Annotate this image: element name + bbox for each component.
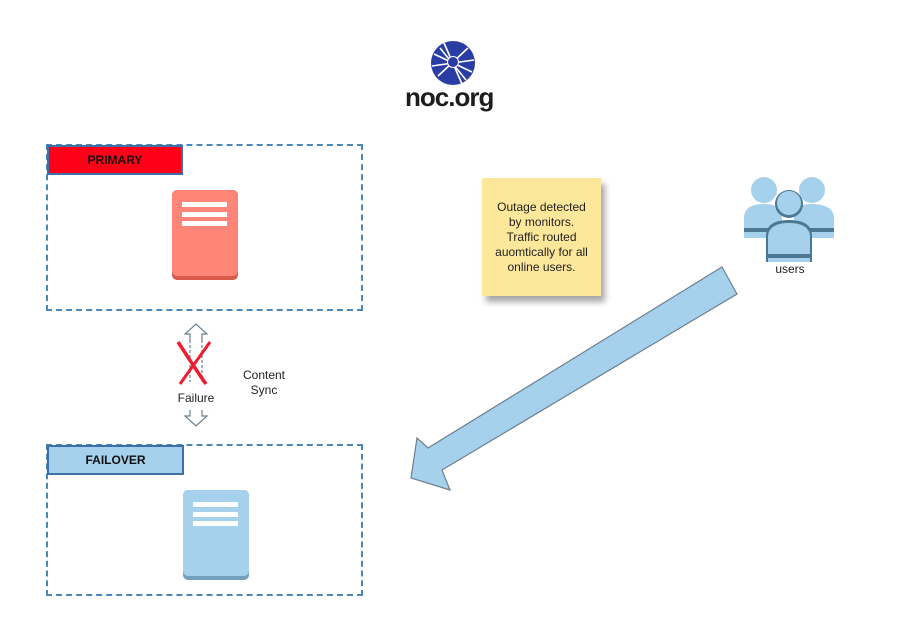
failure-label: Failure [168, 391, 224, 406]
outage-note: Outage detected by monitors. Traffic rou… [482, 178, 601, 296]
x-mark-icon [176, 341, 212, 386]
users-label: users [775, 262, 805, 276]
note-line-1: Outage detected [497, 199, 586, 214]
users-group-icon [744, 177, 834, 262]
content-sync-label: Content Sync [234, 368, 294, 398]
content-sync-line2: Sync [250, 383, 278, 397]
globe-network-icon [431, 41, 475, 85]
content-sync-line1: Content [242, 368, 286, 382]
failover-zone [46, 444, 363, 596]
primary-label: PRIMARY [47, 145, 183, 175]
note-line-4: auomtically for all [495, 244, 588, 259]
failover-server-icon [183, 490, 249, 580]
note-line-3: Traffic routed [506, 229, 577, 244]
primary-zone [46, 144, 363, 311]
note-line-2: by monitors. [508, 214, 575, 229]
primary-server-icon [172, 190, 238, 280]
failover-label: FAILOVER [47, 445, 184, 475]
note-line-5: online users. [507, 259, 576, 274]
logo-text: noc.org [405, 82, 494, 112]
